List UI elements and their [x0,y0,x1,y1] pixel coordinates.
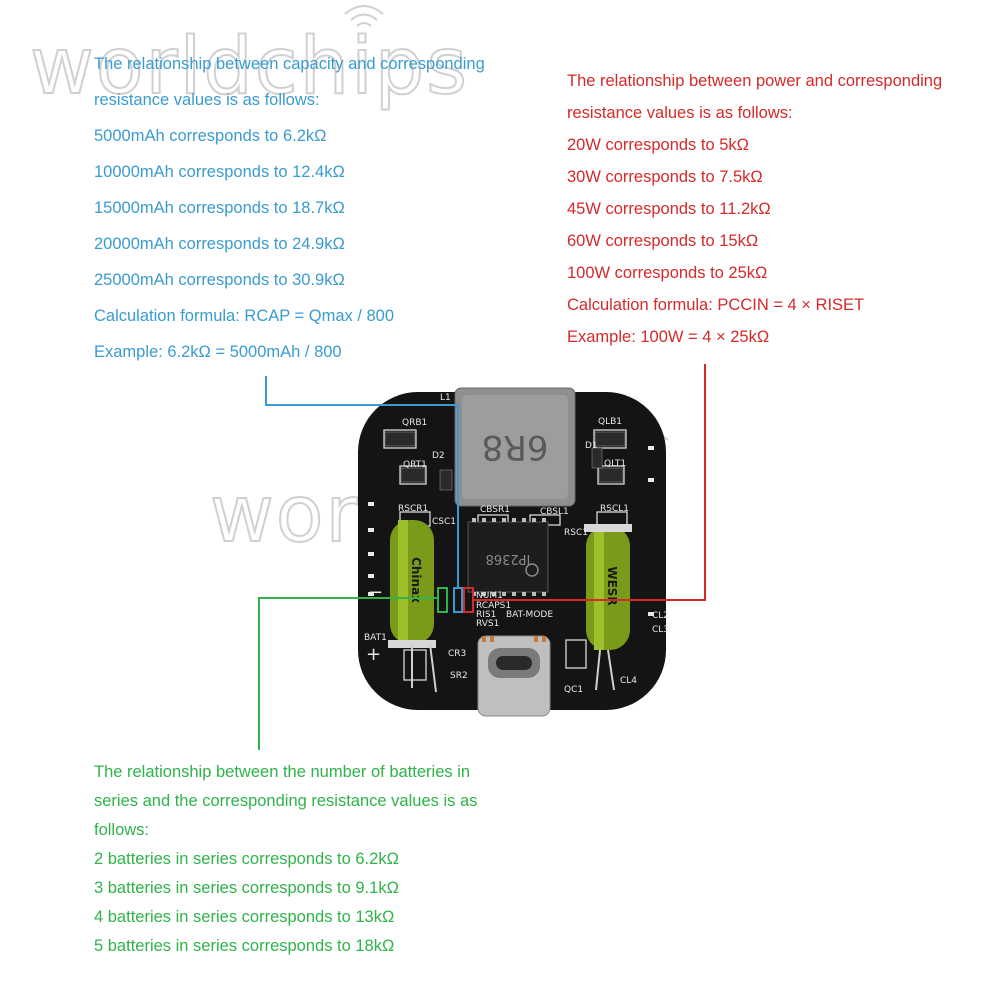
power-example: Example: 100W = 4 × 25kΩ [567,328,770,346]
svg-text:CL2: CL2 [652,611,669,621]
svg-text:RSCR1: RSCR1 [398,504,428,514]
power-line: 45W corresponds to 11.2kΩ [567,200,771,218]
capacity-info-block: The relationship between capacity and co… [94,46,485,370]
series-line: series and the corresponding resistance … [94,792,478,810]
capacity-formula: Calculation formula: RCAP = Qmax / 800 [94,307,395,325]
capacity-line: The relationship between capacity and co… [94,55,485,73]
capacity-line: 25000mAh corresponds to 30.9kΩ [94,271,345,289]
power-line: resistance values is as follows: [567,104,793,122]
svg-text:NUM1: NUM1 [476,591,503,601]
svg-text:QC1: QC1 [564,685,583,695]
capacity-line: 10000mAh corresponds to 12.4kΩ [94,163,345,181]
red-connector-line [473,364,706,601]
power-line: 20W corresponds to 5kΩ [567,136,749,154]
svg-text:RSCL1: RSCL1 [600,504,629,514]
series-line: The relationship between the number of b… [94,763,471,781]
capacitor-right: WESR [584,524,632,650]
green-highlight-resistor [437,587,448,613]
svg-text:RCAPS1: RCAPS1 [476,601,511,611]
power-line: 100W corresponds to 25kΩ [567,264,768,282]
svg-text:QLB1: QLB1 [598,417,622,427]
svg-text:RIS1: RIS1 [476,610,496,620]
svg-text:BAT-MODE: BAT-MODE [506,610,553,620]
svg-text:L1: L1 [440,393,451,403]
svg-text:RVS1: RVS1 [476,619,499,629]
series-line: 5 batteries in series corresponds to 18k… [94,937,395,955]
svg-text:BAT1: BAT1 [364,633,387,643]
chip-marking: IP2368 [486,551,531,566]
svg-text:D2: D2 [432,451,445,461]
series-line: 3 batteries in series corresponds to 9.1… [94,879,399,897]
series-line: follows: [94,821,150,839]
power-info-block: The relationship between power and corre… [567,65,942,353]
svg-text:WESR: WESR [605,566,619,605]
green-connector-line [258,597,438,750]
power-line: 30W corresponds to 7.5kΩ [567,168,763,186]
capacity-line: 15000mAh corresponds to 18.7kΩ [94,199,345,217]
svg-text:−: − [368,582,383,603]
series-info-block: The relationship between the number of b… [94,758,477,961]
svg-text:Chinax: Chinax [409,557,423,603]
svg-text:CR3: CR3 [448,649,466,659]
svg-text:CBSL1: CBSL1 [540,507,569,517]
power-line: The relationship between power and corre… [567,72,943,90]
capacity-line: resistance values is as follows: [94,91,320,109]
svg-text:QRT1: QRT1 [403,460,427,470]
series-line: 4 batteries in series corresponds to 13k… [94,908,395,926]
capacity-example: Example: 6.2kΩ = 5000mAh / 800 [94,343,342,361]
svg-text:D1: D1 [585,441,598,451]
blue-connector-line [265,376,459,588]
svg-text:+: + [366,644,381,665]
capacity-line: 5000mAh corresponds to 6.2kΩ [94,127,327,145]
svg-text:CSC1: CSC1 [432,517,456,527]
capacitor-left: Chinax [388,520,436,648]
svg-text:CBSR1: CBSR1 [480,505,510,515]
svg-text:QRB1: QRB1 [402,418,427,428]
capacity-line: 20000mAh corresponds to 24.9kΩ [94,235,345,253]
ic-chip [467,521,549,593]
inductor-marking: 6R8 [482,427,549,467]
power-line: 60W corresponds to 15kΩ [567,232,759,250]
series-line: 2 batteries in series corresponds to 6.2… [94,850,399,868]
svg-text:RSC1: RSC1 [564,528,588,538]
watermark-top: worldchips [29,21,469,113]
svg-text:CL4: CL4 [620,676,637,686]
power-formula: Calculation formula: PCCIN = 4 × RISET [567,296,865,314]
svg-text:SR2: SR2 [450,671,468,681]
svg-text:QLT1: QLT1 [604,459,626,469]
svg-text:CL3: CL3 [652,625,669,635]
